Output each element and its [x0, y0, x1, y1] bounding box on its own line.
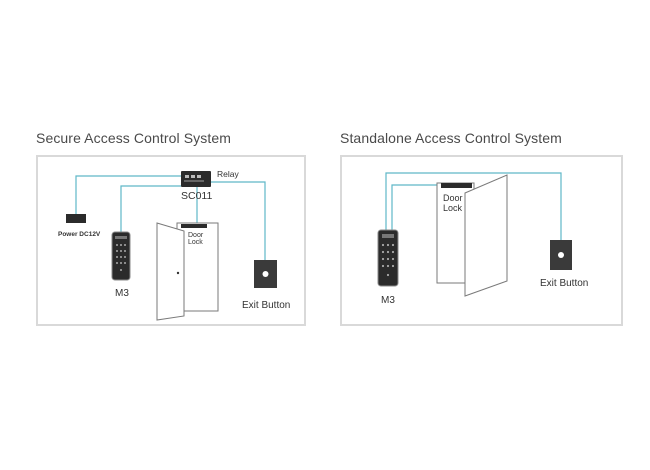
relay-label: Relay	[217, 169, 239, 179]
left-lock-label-line1: Door	[188, 232, 204, 239]
right-wires	[385, 172, 562, 240]
left-lock-label-line2: Lock	[188, 239, 203, 246]
left-exit-label: Exit Button	[242, 300, 290, 311]
lock-icon	[441, 183, 472, 188]
power-label: Power DC12V	[58, 231, 101, 238]
right-reader-label: M3	[381, 295, 395, 306]
right-lock-label-line1: Door	[443, 193, 463, 203]
right-diagram-title: Standalone Access Control System	[340, 130, 562, 146]
door-icon	[156, 222, 219, 321]
left-wires	[75, 175, 266, 260]
right-lock-label-line2: Lock	[443, 203, 463, 213]
power-supply-icon	[66, 214, 86, 223]
left-diagram-title: Secure Access Control System	[36, 130, 231, 146]
exit-button-icon	[254, 260, 277, 288]
exit-button-icon	[550, 240, 572, 270]
right-exit-label: Exit Button	[540, 278, 588, 289]
keypad-reader-icon	[377, 229, 399, 287]
left-reader-label: M3	[115, 288, 129, 299]
controller-icon	[181, 171, 211, 187]
keypad-reader-icon	[111, 231, 131, 281]
door-icon	[436, 174, 508, 297]
controller-label: SC011	[181, 190, 212, 202]
lock-icon	[181, 224, 207, 228]
